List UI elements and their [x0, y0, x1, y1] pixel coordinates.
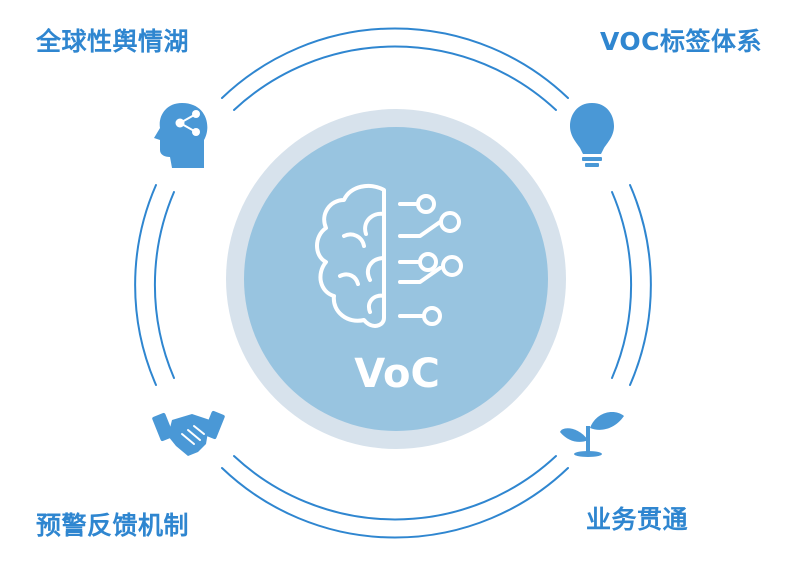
label-global-opinion-lake: 全球性舆情湖 [36, 27, 190, 56]
head-network-icon [154, 103, 208, 168]
lightbulb-icon [570, 103, 614, 167]
label-business-integration: 业务贯通 [586, 505, 689, 534]
brain-circuit-icon [315, 183, 463, 328]
label-alert-feedback-mechanism: 预警反馈机制 [36, 511, 190, 540]
center-core [244, 127, 548, 431]
handshake-icon [152, 410, 225, 456]
sprout-icon [560, 412, 624, 457]
center-title: VoC [354, 351, 440, 397]
label-voc-tag-system: VOC标签体系 [600, 27, 763, 56]
outer-ring [134, 27, 652, 539]
